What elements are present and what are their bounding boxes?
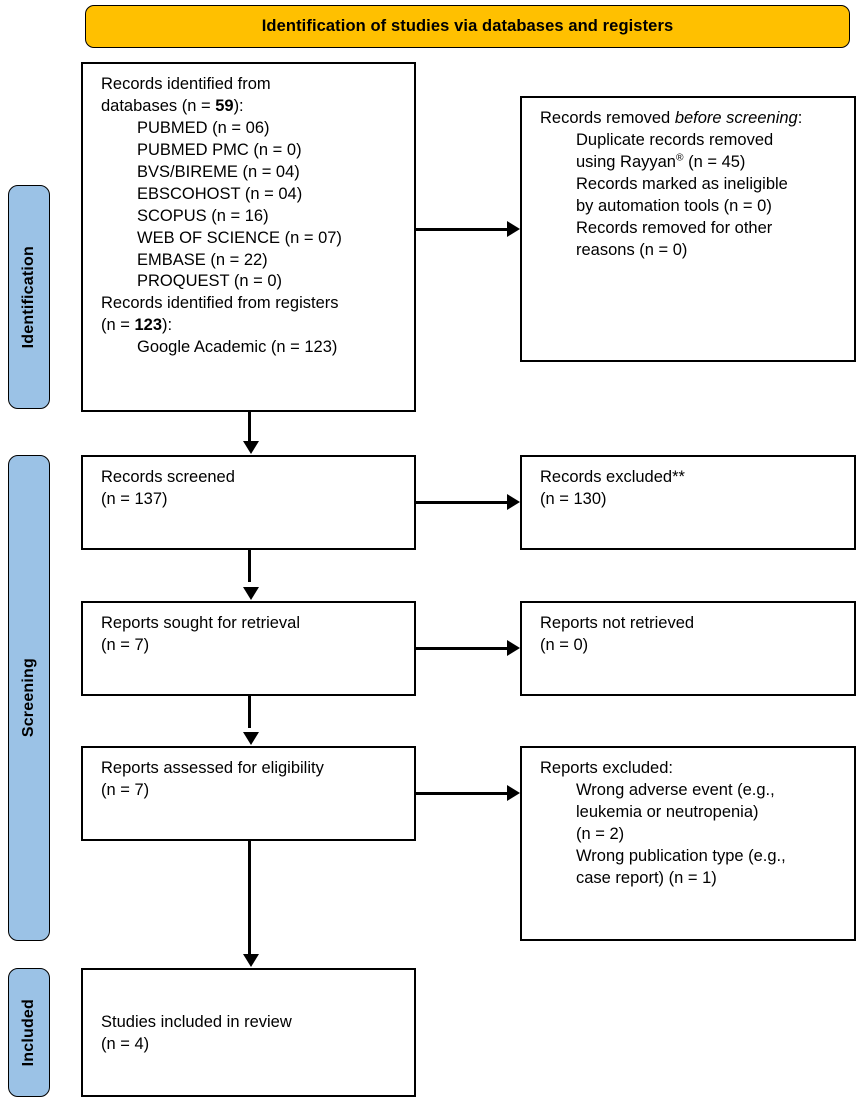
source-bvs-bireme: BVS/BIREME (n = 04) bbox=[137, 162, 300, 181]
registers-heading-pre: Records identified from registers (n = bbox=[101, 294, 339, 335]
source-pubmed: PUBMED (n = 06) bbox=[137, 118, 270, 137]
box-reports-excluded: Reports excluded: Wrong adverse event (e… bbox=[520, 746, 856, 941]
reports-excluded-reason-1b: leukemia or neutropenia) bbox=[576, 802, 759, 821]
arrowhead-sought-to-assessed bbox=[243, 732, 259, 745]
registers-count: 123 bbox=[134, 316, 163, 335]
records-screened-label: Records screened bbox=[101, 468, 235, 486]
records-identified-heading-post: ): bbox=[233, 96, 244, 115]
studies-included-label: Studies included in review bbox=[101, 1013, 292, 1031]
phase-label-screening: Screening bbox=[20, 658, 37, 738]
removed-ineligible-line1: Records marked as ineligible bbox=[576, 174, 788, 193]
source-ebscohost: EBSCOHOST (n = 04) bbox=[137, 184, 303, 203]
records-screened-count: (n = 137) bbox=[101, 489, 168, 508]
connector-screened-to-excluded bbox=[416, 501, 508, 504]
source-pubmed-pmc: PUBMED PMC (n = 0) bbox=[137, 140, 302, 159]
removed-other-line2: reasons (n = 0) bbox=[576, 240, 688, 259]
reports-sought-label: Reports sought for retrieval bbox=[101, 614, 301, 632]
box-records-excluded: Records excluded** (n = 130) bbox=[520, 455, 856, 550]
records-identified-content: Records identified from databases (n = 5… bbox=[101, 74, 402, 118]
arrowhead-screened-to-excluded bbox=[507, 494, 520, 510]
reports-assessed-count: (n = 7) bbox=[101, 780, 150, 799]
rayyan-label: using Rayyan bbox=[576, 152, 676, 171]
reports-sought-count: (n = 7) bbox=[101, 635, 150, 654]
register-google-academic: Google Academic (n = 123) bbox=[137, 338, 338, 357]
records-identified-count: 59 bbox=[215, 96, 234, 115]
reports-not-retrieved-count: (n = 0) bbox=[540, 635, 589, 654]
arrowhead-screened-to-sought bbox=[243, 587, 259, 600]
removed-duplicates-line2: using Rayyan® (n = 45) bbox=[540, 152, 842, 174]
records-identified-heading-pre: Records identified from databases (n = bbox=[101, 75, 271, 115]
connector-screened-to-sought bbox=[248, 550, 251, 582]
phase-bar-screening: Screening bbox=[8, 455, 50, 941]
phase-label-included: Included bbox=[20, 998, 37, 1067]
box-reports-not-retrieved: Reports not retrieved (n = 0) bbox=[520, 601, 856, 696]
reports-excluded-reason-2a: Wrong publication type (e.g., bbox=[576, 846, 786, 865]
diagram-title: Identification of studies via databases … bbox=[261, 17, 674, 35]
connector-sought-to-assessed bbox=[248, 696, 251, 728]
registers-heading-post: ): bbox=[162, 316, 173, 335]
connector-identified-to-screened bbox=[248, 412, 251, 444]
box-records-removed: Records removed before screening: Duplic… bbox=[520, 96, 856, 362]
removed-duplicates-line1: Duplicate records removed bbox=[576, 130, 774, 149]
arrowhead-assessed-to-included bbox=[243, 954, 259, 967]
connector-assessed-to-repexcluded bbox=[416, 792, 508, 795]
records-removed-heading: Records removed before screening: bbox=[540, 108, 842, 130]
reports-assessed-label: Reports assessed for eligibility bbox=[101, 759, 324, 777]
diagram-header-banner: Identification of studies via databases … bbox=[85, 5, 850, 48]
box-reports-assessed: Reports assessed for eligibility (n = 7) bbox=[81, 746, 416, 841]
source-scopus: SCOPUS (n = 16) bbox=[137, 206, 269, 225]
records-excluded-count: (n = 130) bbox=[540, 489, 607, 508]
rayyan-count: (n = 45) bbox=[683, 152, 746, 171]
source-web-of-science: WEB OF SCIENCE (n = 07) bbox=[137, 228, 342, 247]
box-records-identified: Records identified from databases (n = 5… bbox=[81, 62, 416, 412]
records-excluded-label: Records excluded** bbox=[540, 468, 685, 486]
records-removed-heading-pre: Records removed bbox=[540, 109, 675, 127]
arrowhead-sought-to-notretrieved bbox=[507, 640, 520, 656]
studies-included-count: (n = 4) bbox=[101, 1034, 150, 1053]
removed-ineligible-line2: by automation tools (n = 0) bbox=[576, 196, 772, 215]
reports-excluded-reason-2b: case report) (n = 1) bbox=[576, 868, 717, 887]
reports-excluded-heading: Reports excluded: bbox=[540, 759, 673, 777]
arrowhead-assessed-to-repexcluded bbox=[507, 785, 520, 801]
registers-heading: Records identified from registers (n = 1… bbox=[101, 293, 402, 337]
source-proquest: PROQUEST (n = 0) bbox=[137, 272, 283, 291]
box-records-screened: Records screened (n = 137) bbox=[81, 455, 416, 550]
arrowhead-identified-to-removed bbox=[507, 221, 520, 237]
phase-label-identification: Identification bbox=[20, 245, 37, 349]
phase-bar-identification: Identification bbox=[8, 185, 50, 409]
reports-excluded-reason-1-count: (n = 2) bbox=[576, 824, 625, 843]
registered-trademark-icon: ® bbox=[675, 152, 684, 164]
removed-other-line1: Records removed for other bbox=[576, 218, 773, 237]
source-embase: EMBASE (n = 22) bbox=[137, 250, 268, 269]
connector-identified-to-removed bbox=[416, 228, 508, 231]
records-removed-heading-post: : bbox=[797, 109, 803, 127]
box-reports-sought: Reports sought for retrieval (n = 7) bbox=[81, 601, 416, 696]
connector-sought-to-notretrieved bbox=[416, 647, 508, 650]
box-studies-included: Studies included in review (n = 4) bbox=[81, 968, 416, 1097]
connector-assessed-to-included bbox=[248, 841, 251, 954]
reports-not-retrieved-label: Reports not retrieved bbox=[540, 614, 695, 632]
arrowhead-identified-to-screened bbox=[243, 441, 259, 454]
phase-bar-included: Included bbox=[8, 968, 50, 1097]
reports-excluded-reason-1a: Wrong adverse event (e.g., bbox=[576, 780, 775, 799]
records-removed-heading-italic: before screening bbox=[674, 109, 798, 127]
